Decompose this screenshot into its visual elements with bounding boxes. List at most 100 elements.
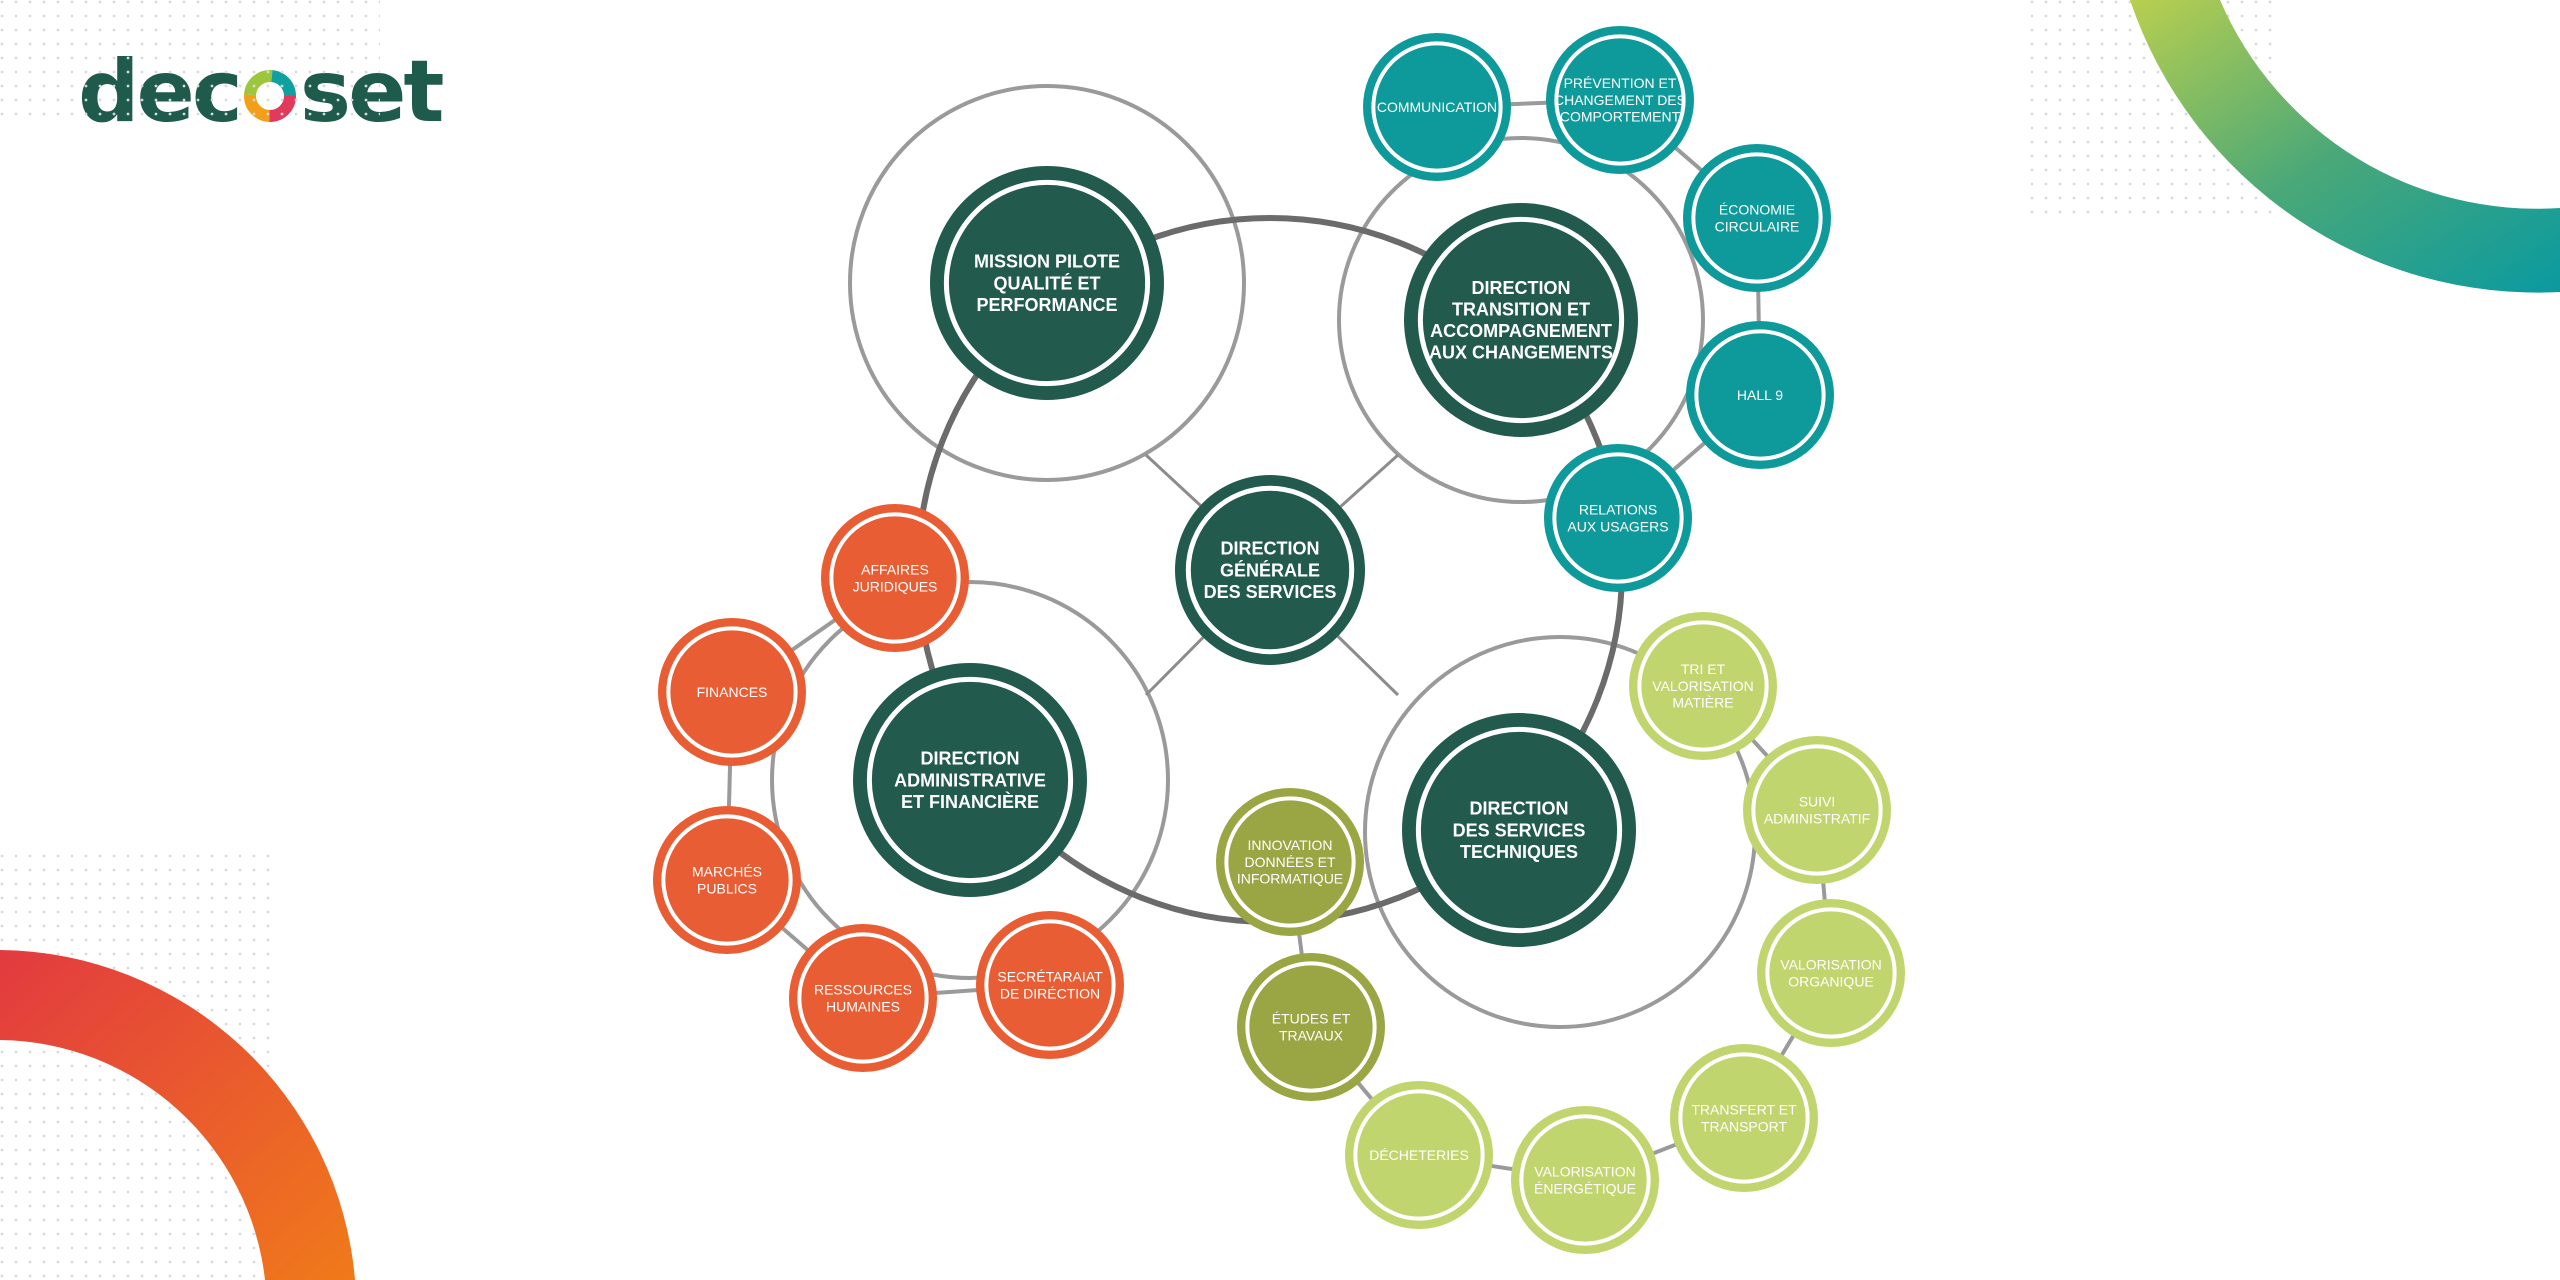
service-node-transition-1-inner-ring bbox=[1554, 34, 1686, 166]
service-node-techniques-4-circle bbox=[1670, 1044, 1818, 1192]
gradient-arc-bottom-left bbox=[0, 950, 355, 1280]
direction-node-mission-inner-ring bbox=[943, 179, 1151, 387]
service-node-admin-3-inner-ring bbox=[797, 932, 929, 1064]
spoke-line-3 bbox=[1336, 635, 1400, 697]
direction-node-admin-inner-ring bbox=[866, 676, 1074, 884]
direction-node-techniques-label-line: DIRECTION bbox=[1470, 799, 1569, 819]
service-node-techniques-0-label-line: DONNÉES ET bbox=[1244, 854, 1335, 870]
service-node-transition-2-label-line: ÉCONOMIE bbox=[1719, 202, 1795, 218]
service-node-techniques-5-label-line: VALORISATION bbox=[1780, 957, 1881, 973]
service-node-transition-1-label-line: CHANGEMENT DES bbox=[1554, 92, 1686, 108]
service-node-transition-1-circle bbox=[1546, 26, 1694, 174]
service-node-transition-3-inner-ring bbox=[1694, 329, 1826, 461]
service-node-transition-3-label-line: HALL 9 bbox=[1737, 387, 1783, 403]
service-node-admin-4-inner-ring bbox=[984, 919, 1116, 1051]
ring-transition bbox=[1337, 136, 1705, 504]
service-node-techniques-6-circle bbox=[1743, 736, 1891, 884]
direction-node-transition-label-line: DIRECTION bbox=[1472, 278, 1571, 298]
service-node-transition-0: COMMUNICATION bbox=[1363, 33, 1511, 181]
service-node-techniques-6-inner-ring bbox=[1751, 744, 1883, 876]
center-node-direction-generale-inner-ring bbox=[1185, 485, 1355, 655]
service-node-techniques-1-label-line: TRAVAUX bbox=[1279, 1027, 1344, 1043]
service-node-admin-4-label-line: DE DIRÉCTION bbox=[1000, 985, 1100, 1001]
service-node-transition-4-circle bbox=[1544, 444, 1692, 592]
service-node-techniques-5-circle bbox=[1757, 899, 1905, 1047]
service-node-techniques-2: DÉCHETERIES bbox=[1345, 1081, 1493, 1229]
service-node-transition-0-inner-ring bbox=[1371, 41, 1503, 173]
service-node-admin-2-inner-ring bbox=[661, 814, 793, 946]
service-node-admin-2-circle bbox=[653, 806, 801, 954]
service-node-techniques-1-inner-ring bbox=[1245, 961, 1377, 1093]
service-node-techniques-3-label-line: VALORISATION bbox=[1534, 1164, 1635, 1180]
service-node-techniques-2-label-line: DÉCHETERIES bbox=[1369, 1147, 1469, 1163]
direction-node-admin-circle bbox=[853, 663, 1087, 897]
service-node-transition-0-circle bbox=[1363, 33, 1511, 181]
service-node-admin-2-label-line: MARCHÉS bbox=[692, 864, 762, 880]
service-node-techniques-4-label-line: TRANSPORT bbox=[1701, 1118, 1788, 1134]
service-node-admin-3-label-line: HUMAINES bbox=[826, 998, 900, 1014]
service-node-techniques-3-circle bbox=[1511, 1106, 1659, 1254]
service-node-techniques-7-label-line: TRI ET bbox=[1681, 661, 1726, 677]
ring-admin bbox=[770, 580, 1170, 980]
service-node-transition-1-label-line: COMPORTEMENT bbox=[1560, 109, 1681, 125]
service-node-techniques-1-circle bbox=[1237, 953, 1385, 1101]
service-node-admin-0-label-line: JURIDIQUES bbox=[853, 578, 938, 594]
spoke-line-2 bbox=[1144, 636, 1205, 697]
direction-node-transition-label-line: AUX CHANGEMENTS bbox=[1429, 343, 1613, 363]
ring-mission bbox=[848, 84, 1246, 482]
dot-pattern-top-left bbox=[0, 0, 380, 120]
direction-node-transition-inner-ring bbox=[1417, 216, 1625, 424]
service-node-transition-2-circle bbox=[1683, 144, 1831, 292]
service-node-admin-4-label-line: SECRÉTARAIAT bbox=[997, 969, 1103, 985]
service-node-transition-4-inner-ring bbox=[1552, 452, 1684, 584]
service-node-techniques-7-label-line: VALORISATION bbox=[1652, 678, 1753, 694]
service-node-transition-3-circle bbox=[1686, 321, 1834, 469]
service-node-admin-0-label-line: AFFAIRES bbox=[861, 562, 929, 578]
center-node-direction-generale-label-line: DES SERVICES bbox=[1204, 582, 1337, 602]
service-node-techniques-7-circle bbox=[1629, 612, 1777, 760]
gradient-arc-top-right bbox=[2130, 0, 2560, 293]
direction-node-mission-circle bbox=[930, 166, 1164, 400]
service-node-techniques-3-inner-ring bbox=[1519, 1114, 1651, 1246]
service-node-admin-3-label-line: RESSOURCES bbox=[814, 982, 912, 998]
service-node-techniques-7-inner-ring bbox=[1637, 620, 1769, 752]
service-node-techniques-4-label-line: TRANSFERT ET bbox=[1691, 1102, 1797, 1118]
service-node-transition-4-label-line: RELATIONS bbox=[1579, 502, 1657, 518]
service-node-admin-0-circle bbox=[821, 504, 969, 652]
service-node-techniques-0-label-line: INFORMATIQUE bbox=[1237, 871, 1343, 887]
service-node-admin-3-circle bbox=[789, 924, 937, 1072]
service-node-admin-1-circle bbox=[658, 618, 806, 766]
service-node-transition-3: HALL 9 bbox=[1686, 321, 1834, 469]
service-node-techniques-0-inner-ring bbox=[1224, 796, 1356, 928]
service-node-techniques-3-label-line: ÉNERGÉTIQUE bbox=[1534, 1180, 1636, 1196]
service-node-admin-4-circle bbox=[976, 911, 1124, 1059]
center-node-direction-generale-label-line: GÉNÉRALE bbox=[1220, 559, 1320, 580]
service-node-admin-1-label-line: FINANCES bbox=[697, 684, 768, 700]
direction-node-mission-label-line: MISSION PILOTE bbox=[974, 252, 1120, 272]
direction-node-techniques-circle bbox=[1402, 713, 1636, 947]
direction-node-techniques-label-line: DES SERVICES bbox=[1453, 820, 1586, 840]
service-node-transition-0-label-line: COMMUNICATION bbox=[1377, 99, 1497, 115]
spoke-line-1 bbox=[1339, 453, 1400, 508]
service-node-techniques-6-label-line: ADMINISTRATIF bbox=[1764, 810, 1870, 826]
service-node-admin-0-inner-ring bbox=[829, 512, 961, 644]
center-node-direction-generale-circle bbox=[1175, 475, 1365, 665]
service-node-techniques-6-label-line: SUIVI bbox=[1799, 794, 1836, 810]
spoke-line-0 bbox=[1144, 453, 1202, 507]
service-node-transition-4-label-line: AUX USAGERS bbox=[1567, 518, 1668, 534]
service-node-techniques-7-label-line: MATIÈRE bbox=[1672, 695, 1733, 711]
service-node-techniques-0-label-line: INNOVATION bbox=[1247, 837, 1332, 853]
